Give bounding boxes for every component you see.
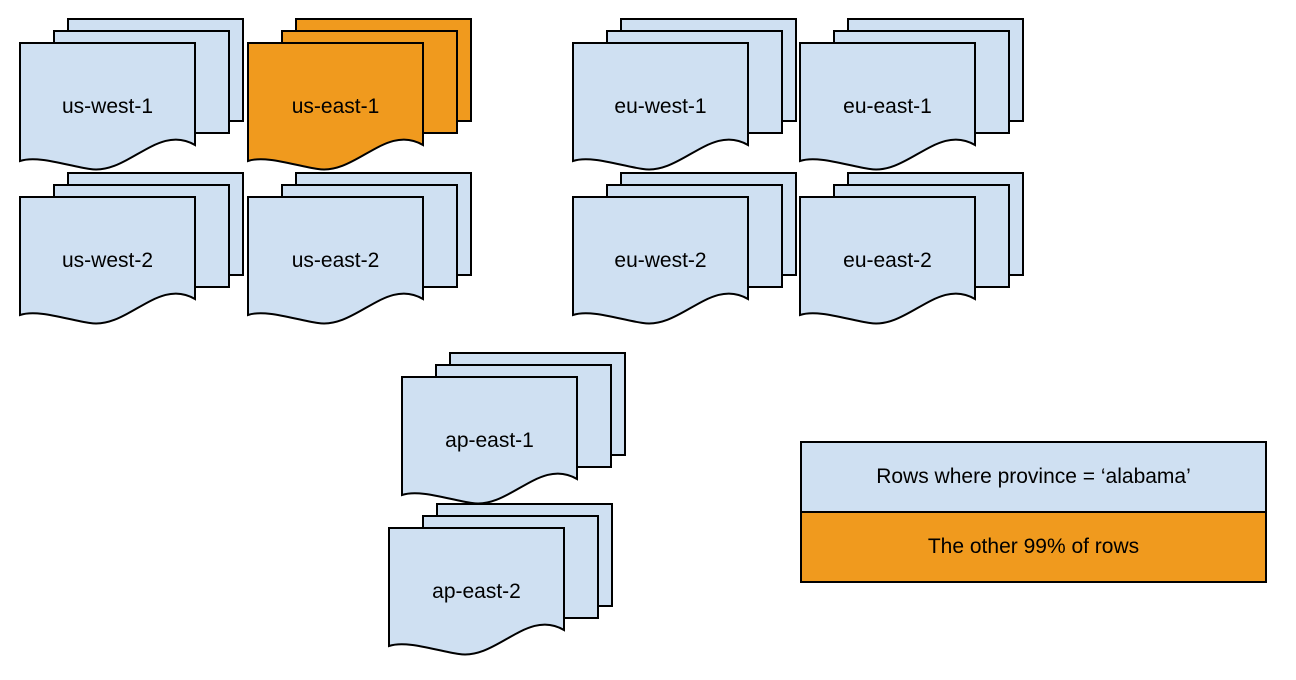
legend-item-label: Rows where province = ‘alabama’ xyxy=(876,465,1191,488)
region-stack-eu-west-2: eu-west-2 xyxy=(571,171,800,327)
region-stack-us-east-2: us-east-2 xyxy=(246,171,475,327)
region-label: eu-west-2 xyxy=(614,248,707,272)
region-label: us-west-1 xyxy=(61,94,154,118)
region-label: ap-east-1 xyxy=(445,428,534,452)
legend: Rows where province = ‘alabama’ The othe… xyxy=(800,441,1267,583)
region-stack-us-east-1: us-east-1 xyxy=(246,17,475,173)
region-stack-ap-east-1: ap-east-1 xyxy=(400,351,629,507)
legend-item-other-rows: The other 99% of rows xyxy=(802,513,1265,581)
region-label: us-east-1 xyxy=(291,94,380,118)
region-stack-us-west-2: us-west-2 xyxy=(18,171,247,327)
region-label: us-east-2 xyxy=(291,248,380,272)
region-label: eu-west-1 xyxy=(614,94,707,118)
region-label: eu-east-1 xyxy=(843,94,932,118)
region-stack-eu-east-2: eu-east-2 xyxy=(798,171,1027,327)
region-label: ap-east-2 xyxy=(432,579,521,603)
region-label: us-west-2 xyxy=(61,248,154,272)
legend-item-label: The other 99% of rows xyxy=(927,535,1140,558)
legend-item-province-rows: Rows where province = ‘alabama’ xyxy=(802,443,1265,513)
region-stack-us-west-1: us-west-1 xyxy=(18,17,247,173)
region-stack-eu-east-1: eu-east-1 xyxy=(798,17,1027,173)
region-stack-eu-west-1: eu-west-1 xyxy=(571,17,800,173)
region-label: eu-east-2 xyxy=(843,248,932,272)
region-stack-ap-east-2: ap-east-2 xyxy=(387,502,616,658)
